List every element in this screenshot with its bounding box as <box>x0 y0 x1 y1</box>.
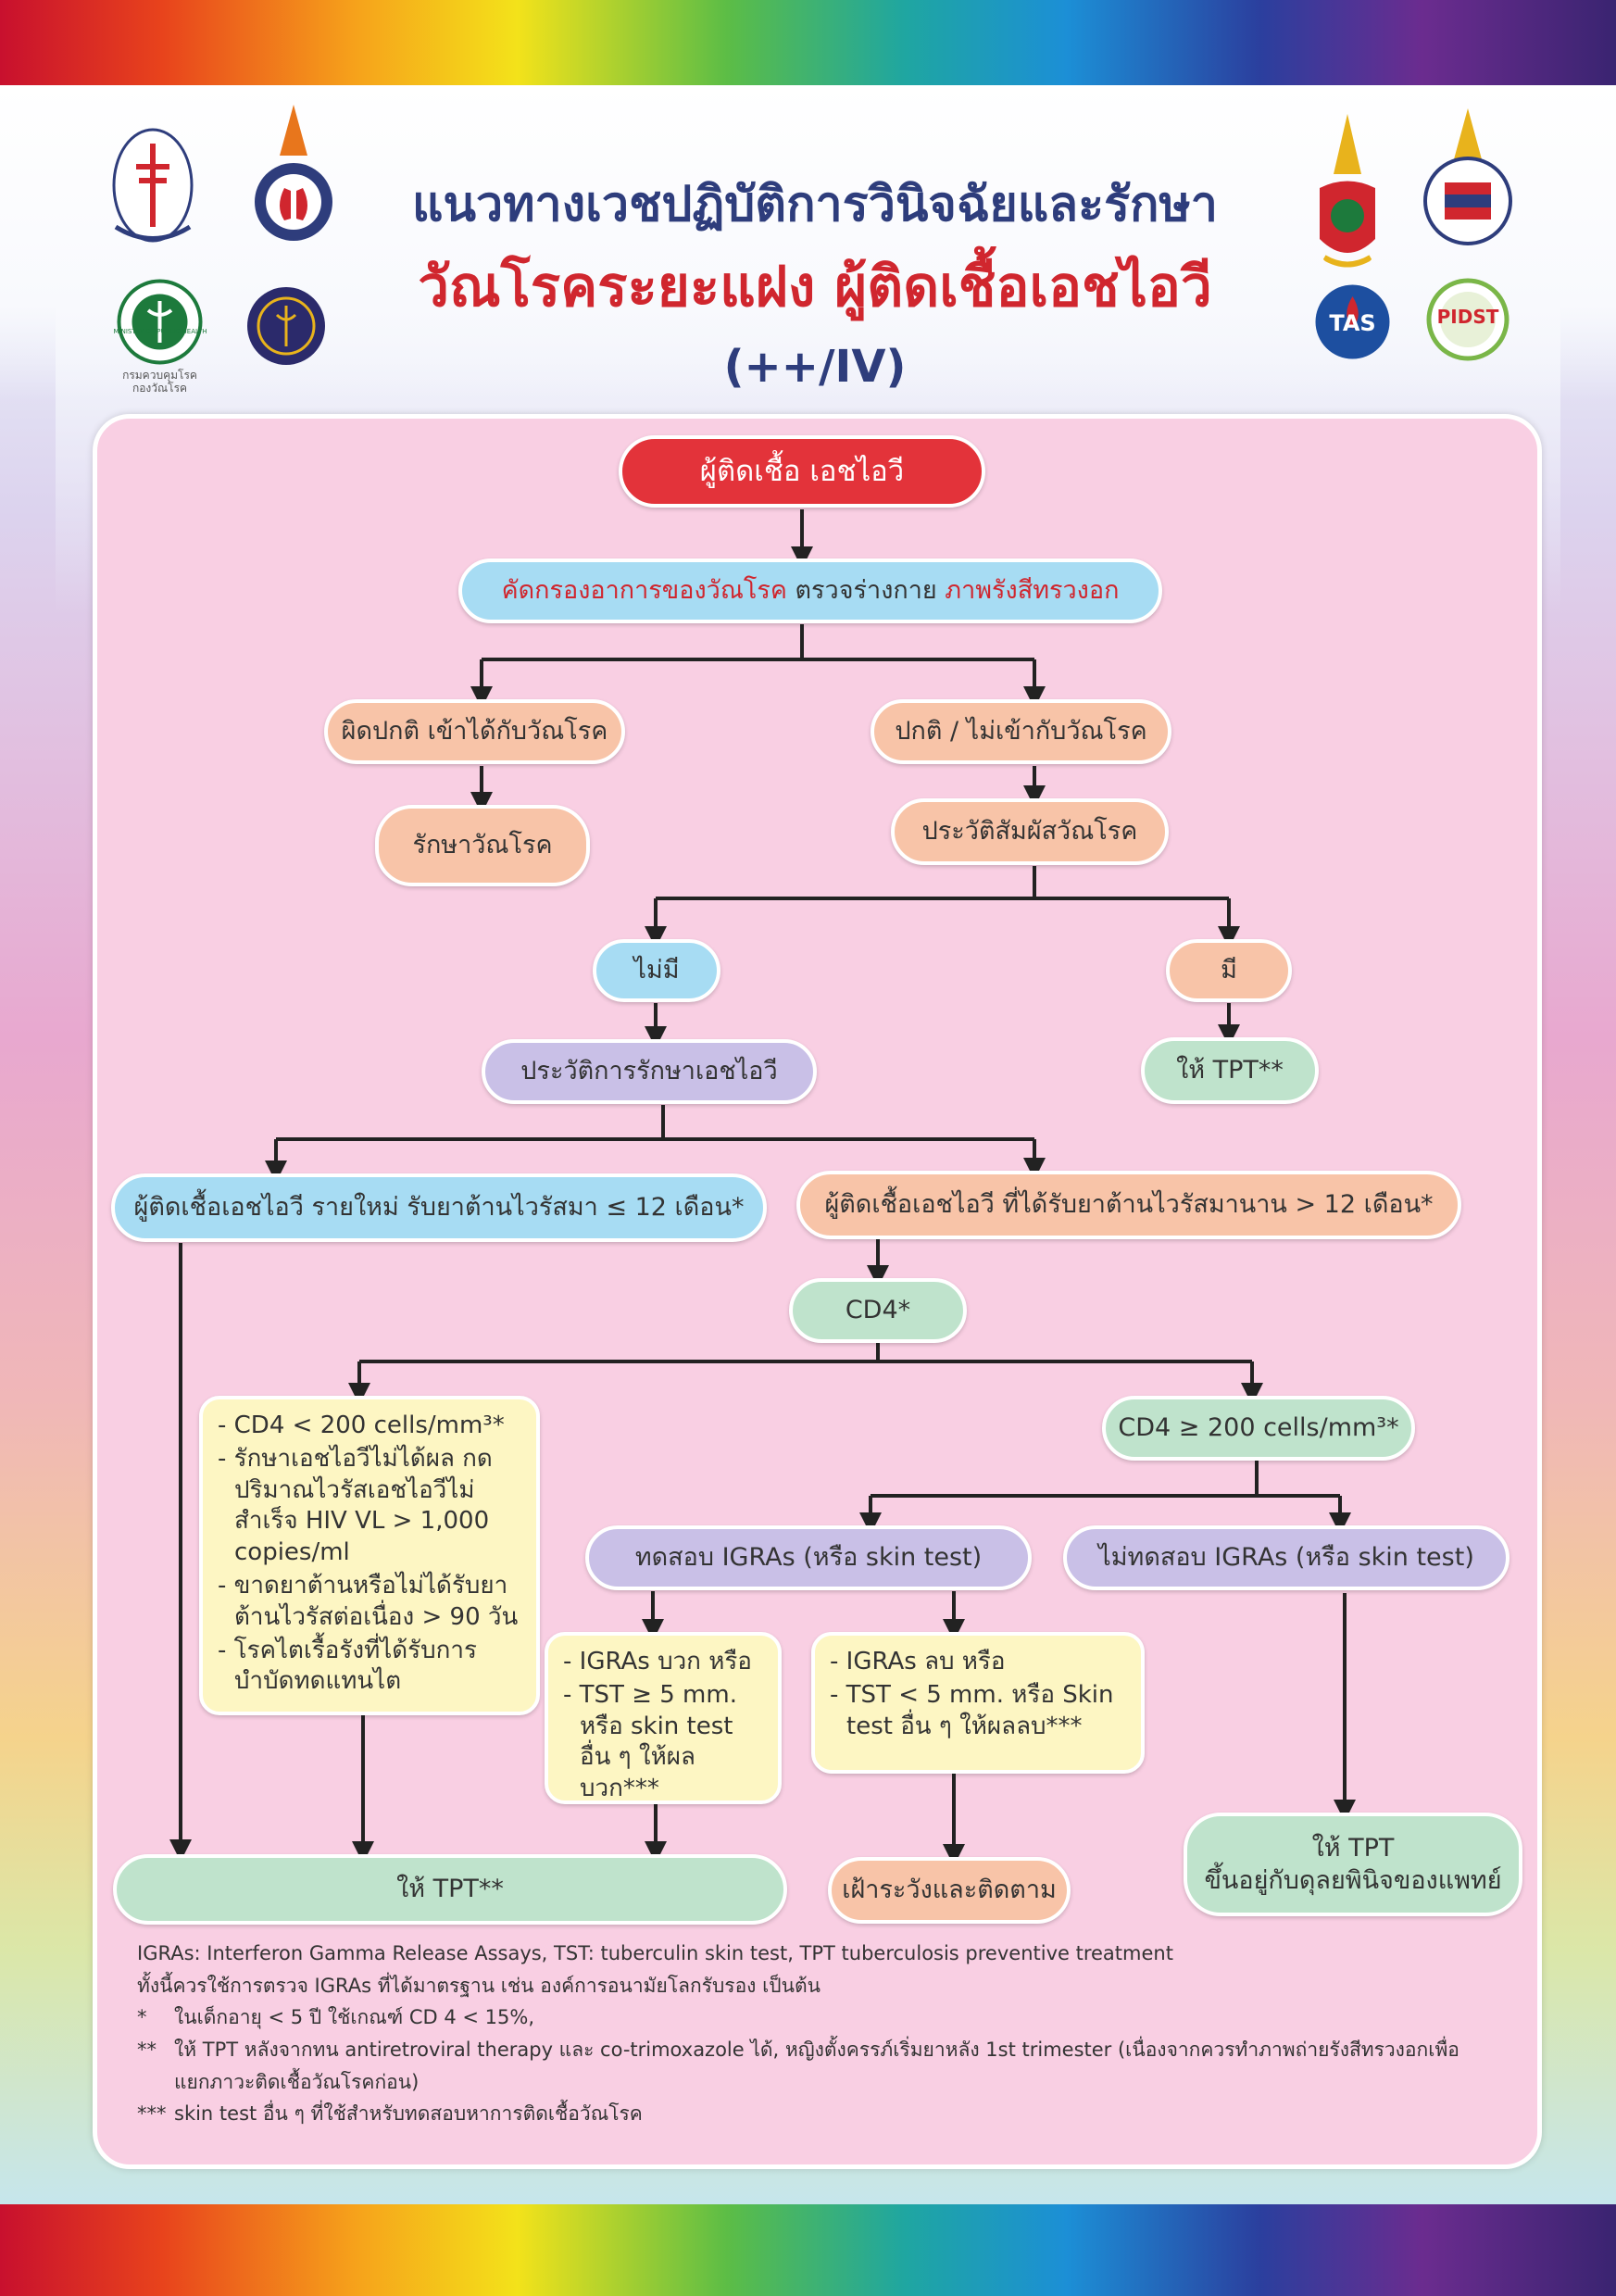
treat-tb-box: รักษาวัณโรค <box>375 805 590 886</box>
new-hiv-box: ผู้ติดเชื้อเอชไอวี รายใหม่ รับยาต้านไวรั… <box>111 1173 767 1242</box>
abnormal-box: ผิดปกติ เข้าได้กับวัณโรค <box>324 699 625 764</box>
royal-college-logo-icon <box>1320 114 1375 268</box>
tpt-doctor-line-2: ขึ้นอยู่กับดุลยพินิจของแพทย์ <box>1204 1866 1502 1895</box>
note-standard: ทั้งนี้ควรใช้การตรวจ IGRAs ที่ได้มาตรฐาน… <box>137 1974 821 1997</box>
cd4-low-item: รักษาเอชไอวีไม่ได้ผล กดปริมาณไวรัสเอชไอว… <box>218 1444 521 1569</box>
screen-exam: ตรวจร่างกาย <box>786 576 946 606</box>
negative-criteria-list: IGRAs ลบ หรือ TST < 5 mm. หรือ Skin test… <box>830 1647 1126 1744</box>
cd4-low-criteria-list: CD4 < 200 cells/mm³* รักษาเอชไอวีไม่ได้ผ… <box>218 1411 521 1700</box>
pidst-logo-text: PIDST <box>1436 306 1499 328</box>
positive-criteria-box: IGRAs บวก หรือ TST ≥ 5 mm. หรือ skin tes… <box>545 1632 782 1804</box>
yes-contact-box: มี <box>1166 939 1292 1002</box>
hiv-treatment-history-box: ประวัติการรักษาเอชไอวี <box>482 1039 817 1104</box>
negative-item: IGRAs ลบ หรือ <box>830 1647 1126 1678</box>
long-hiv-box: ผู้ติดเชื้อเอชไอวี ที่ได้รับยาต้านไวรัสม… <box>796 1171 1461 1239</box>
tb-association-logo-icon <box>112 128 194 243</box>
title-line-2-sub: (++/IV) <box>723 341 907 393</box>
monitor-box: เฝ้าระวังและติดตาม <box>828 1857 1071 1924</box>
note-star1: * ในเด็กอายุ < 5 ปี ใช้เกณฑ์ CD 4 < 15%, <box>137 2001 1489 2034</box>
no-contact-box: ไม่มี <box>593 939 720 1002</box>
contact-history-box: ประวัติสัมผัสวัณโรค <box>891 798 1169 865</box>
bottom-rainbow-bar <box>0 2204 1616 2296</box>
title-line-2-main: วัณโรคระยะแฝง ผู้ติดเชื้อเอชไอวี <box>418 255 1212 320</box>
cd4-high-box: CD4 ≥ 200 cells/mm³* <box>1102 1396 1415 1461</box>
note-star3: *** skin test อื่น ๆ ที่ใช้สำหรับทดสอบหาก… <box>137 2098 1489 2130</box>
test-igra-box: ทดสอบ IGRAs (หรือ skin test) <box>585 1525 1032 1590</box>
start-hiv-patient: ผู้ติดเชื้อ เอชไอวี <box>619 435 985 508</box>
note-star2: ** ให้ TPT หลังจากทน antiretroviral thera… <box>137 2034 1489 2098</box>
medical-society-logo-icon <box>247 287 325 365</box>
note-star3-text: skin test อื่น ๆ ที่ใช้สำหรับทดสอบหาการต… <box>174 2102 643 2126</box>
tpt-main-box: ให้ TPT** <box>113 1854 787 1925</box>
cd4-low-item: CD4 < 200 cells/mm³* <box>218 1411 521 1442</box>
footnotes: IGRAs: Interferon Gamma Release Assays, … <box>137 1938 1489 2130</box>
screen-symptoms: คัดกรองอาการของวัณโรค <box>501 576 787 606</box>
note-star2-text: ให้ TPT หลังจากทน antiretroviral therapy… <box>174 2038 1459 2093</box>
title-line-2: วัณโรคระยะแฝง ผู้ติดเชื้อเอชไอวี (++/IV) <box>333 243 1297 395</box>
note-star1-mark: * <box>137 2006 147 2029</box>
positive-item: IGRAs บวก หรือ <box>563 1647 763 1678</box>
note-star1-text: ในเด็กอายุ < 5 ปี ใช้เกณฑ์ CD 4 < 15%, <box>174 2006 534 2029</box>
tpt-doctor-line-1: ให้ TPT <box>1311 1833 1395 1863</box>
tas-logo-text: TAS <box>1329 310 1376 336</box>
logo-caption-moph: MINISTRY OF PUBLIC HEALTH <box>113 328 207 335</box>
negative-criteria-box: IGRAs ลบ หรือ TST < 5 mm. หรือ Skin test… <box>811 1632 1145 1774</box>
tas-logo-icon <box>1315 284 1390 359</box>
thai-society-logo-icon <box>1423 108 1512 245</box>
tpt-contact-box: ให้ TPT** <box>1141 1037 1319 1104</box>
no-test-igra-box: ไม่ทดสอบ IGRAs (หรือ skin test) <box>1063 1525 1510 1590</box>
screening-box: คัดกรองอาการของวัณโรค ตรวจร่างกาย ภาพรัง… <box>458 558 1162 623</box>
cd4-low-item: โรคไตเรื้อรังที่ได้รับการบำบัดทดแทนไต <box>218 1636 521 1699</box>
cd4-box: CD4* <box>789 1278 967 1343</box>
screen-cxr: ภาพรังสีทรวงอก <box>945 576 1120 606</box>
positive-item: TST ≥ 5 mm. หรือ skin test อื่น ๆ ให้ผลบ… <box>563 1680 763 1805</box>
pidst-logo-icon <box>1426 278 1510 361</box>
logo-caption-tbd-2: กองวัณโรค <box>132 382 188 395</box>
moph-logo-icon <box>117 279 203 365</box>
normal-box: ปกติ / ไม่เข้ากับวัณโรค <box>871 699 1171 764</box>
tpt-doctor-box: ให้ TPT ขึ้นอยู่กับดุลยพินิจของแพทย์ <box>1184 1813 1522 1916</box>
note-star2-mark: ** <box>137 2038 157 2061</box>
logo-caption-tbd-1: กรมควบคุมโรค <box>122 369 197 382</box>
lung-foundation-logo-icon <box>255 105 332 241</box>
title-line-1: แนวทางเวชปฏิบัติการวินิจฉัยและรักษา <box>411 177 1218 232</box>
note-abbreviations: IGRAs: Interferon Gamma Release Assays, … <box>137 1942 1173 1964</box>
positive-criteria-list: IGRAs บวก หรือ TST ≥ 5 mm. หรือ skin tes… <box>563 1647 763 1807</box>
note-star3-mark: *** <box>137 2102 167 2126</box>
top-rainbow-bar <box>0 0 1616 85</box>
negative-item: TST < 5 mm. หรือ Skin test อื่น ๆ ให้ผลล… <box>830 1680 1126 1743</box>
cd4-low-criteria-box: CD4 < 200 cells/mm³* รักษาเอชไอวีไม่ได้ผ… <box>199 1396 540 1715</box>
cd4-low-item: ขาดยาต้านหรือไม่ได้รับยาต้านไวรัสต่อเนื่… <box>218 1571 521 1634</box>
